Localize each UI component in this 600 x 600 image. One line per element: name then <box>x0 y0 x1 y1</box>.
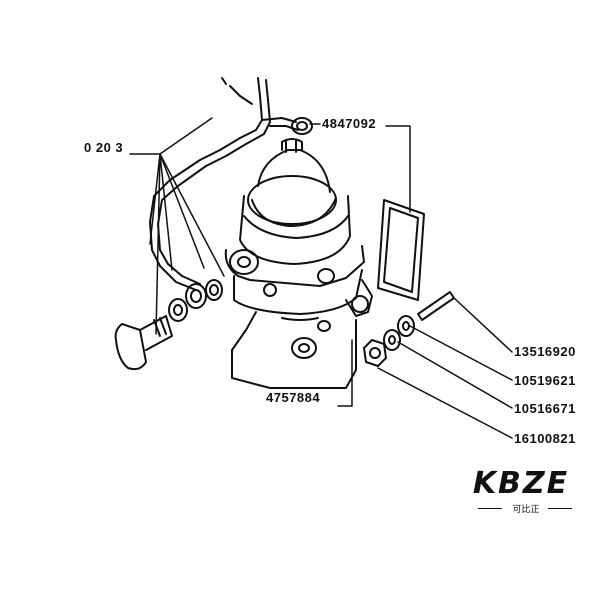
label-group-ref: 0 20 3 <box>84 140 124 155</box>
label-pump-body: 4757884 <box>266 390 321 405</box>
pump-body <box>224 138 373 389</box>
label-washer-small: 10516671 <box>514 401 576 416</box>
logo-rule-right <box>548 508 572 509</box>
label-nut: 16100821 <box>514 431 576 446</box>
leader-lines <box>129 117 513 439</box>
hex-nut <box>363 339 387 367</box>
stud-bolt <box>417 291 455 321</box>
brand-logo: KBZE <box>472 466 570 501</box>
brand-logo-subtitle: 可比正 <box>512 505 540 515</box>
left-washers <box>168 279 223 322</box>
label-pipe-part: 4847092 <box>322 116 377 131</box>
right-washers <box>383 315 415 351</box>
pipe-fitting <box>285 117 313 153</box>
label-bolt: 13516920 <box>514 344 576 359</box>
fuel-pipe <box>149 77 299 291</box>
label-washer-large: 10519621 <box>514 373 576 388</box>
gasket <box>377 199 425 301</box>
banjo-bolt <box>114 315 173 371</box>
logo-rule-left <box>478 508 502 509</box>
